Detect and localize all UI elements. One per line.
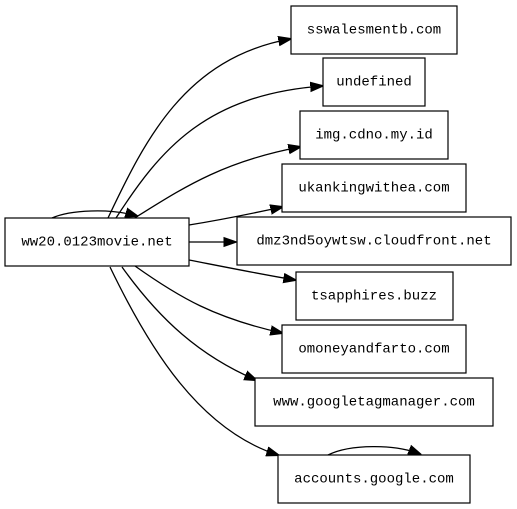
edge-source-to-googletagmanager — [121, 266, 256, 380]
node-label: undefined — [336, 75, 412, 91]
node-omoneyandfarto[interactable]: omoneyandfarto.com — [281, 324, 467, 374]
edge-source-to-omoneyandfarto — [134, 265, 282, 333]
node-source[interactable]: ww20.0123movie.net — [4, 217, 190, 267]
node-label: dmz3nd5oywtsw.cloudfront.net — [256, 234, 491, 250]
node-label: sswalesmentb.com — [307, 23, 441, 39]
node-label: tsapphires.buzz — [311, 289, 437, 305]
node-accounts-google[interactable]: accounts.google.com — [277, 454, 471, 504]
node-tsapphires[interactable]: tsapphires.buzz — [295, 271, 454, 321]
node-label: img.cdno.my.id — [315, 128, 433, 144]
node-label: omoneyandfarto.com — [298, 342, 449, 358]
edges — [51, 39, 420, 456]
node-label: ukankingwithea.com — [298, 181, 449, 197]
nodes: ww20.0123movie.net sswalesmentb.com unde… — [4, 5, 512, 504]
node-label: ww20.0123movie.net — [21, 235, 172, 251]
edge-source-to-ukankingwithea — [188, 207, 282, 226]
edge-source-to-img-cdno — [132, 147, 300, 220]
node-undefined[interactable]: undefined — [322, 57, 426, 107]
self-loop-accounts-google — [327, 447, 420, 456]
node-img-cdno[interactable]: img.cdno.my.id — [299, 110, 449, 160]
node-sswalesmentb[interactable]: sswalesmentb.com — [290, 5, 458, 55]
node-label: www.googletagmanager.com — [273, 395, 475, 411]
edge-source-to-tsapphires — [188, 259, 295, 280]
node-ukankingwithea[interactable]: ukankingwithea.com — [281, 163, 467, 213]
edge-source-to-sswalesmentb — [107, 39, 290, 219]
node-label: accounts.google.com — [294, 472, 454, 488]
node-googletagmanager[interactable]: www.googletagmanager.com — [254, 377, 494, 427]
edge-source-to-accounts-google — [109, 266, 278, 455]
self-loop-source — [51, 211, 137, 219]
node-cloudfront[interactable]: dmz3nd5oywtsw.cloudfront.net — [236, 216, 512, 266]
edge-source-to-undefined — [115, 86, 322, 219]
